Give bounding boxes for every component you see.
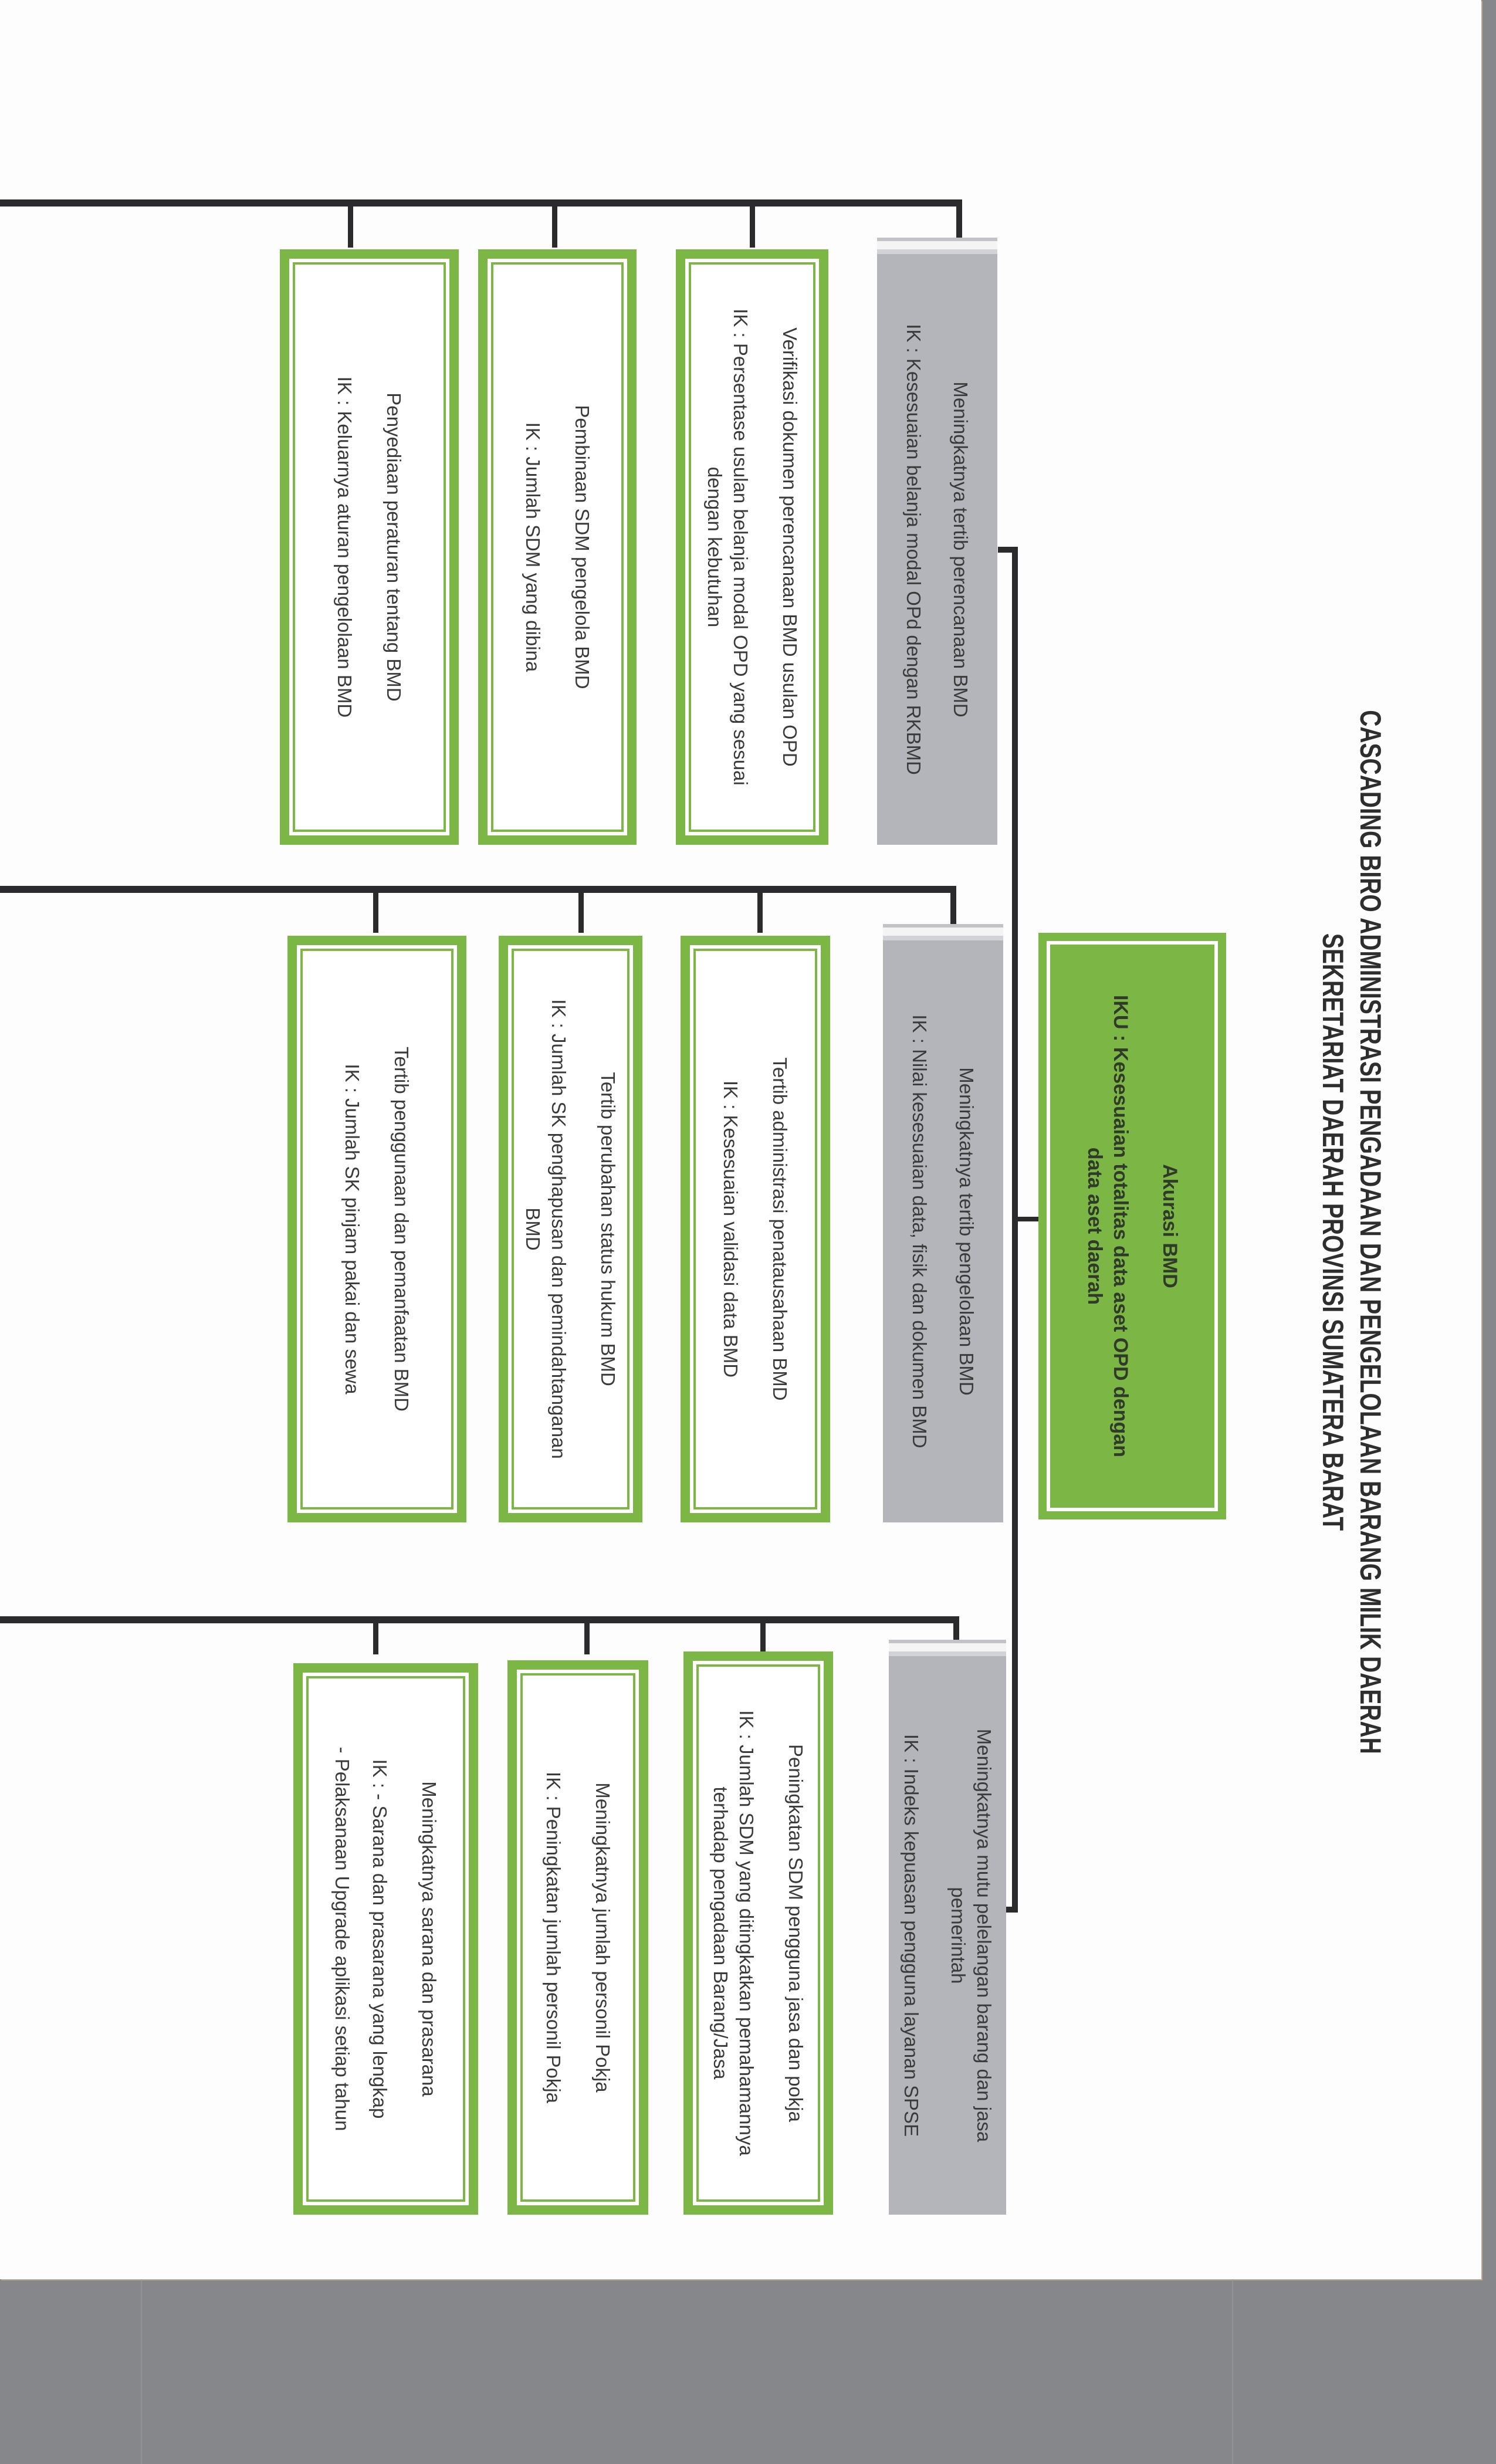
column-3-item-3-indicator: IK : - Sarana dan prasarana yang lengkap — [369, 1759, 391, 2119]
column-3-branch-header — [953, 1616, 959, 1654]
column-1-item-1-box: Verifikasi dokumen perencanaan BMD usula… — [676, 249, 828, 845]
column-2-item-3-indicator: IK : Jumlah SK pinjam pakai dan sewa — [341, 1064, 364, 1395]
scanner-artifact — [141, 2279, 142, 2464]
column-2-bracket-vertical — [0, 886, 956, 893]
column-2-header-title: Meningkatnya tertib pengelolaan BMD — [956, 1067, 978, 1396]
column-1-item-2-title: Pembinaan SDM pengelola BMD — [571, 405, 593, 689]
root-goal-indicator: IKU : Kesesuaian totalitas data aset OPD… — [1084, 995, 1132, 1457]
column-3-item-3-indicator-line-2: - Pelaksanaan Upgrade aplikasi setiap ta… — [331, 1747, 354, 2131]
document-subtitle: SEKRETARIAT DAERAH PROVINSI SUMATERA BAR… — [1316, 933, 1349, 1531]
column-3-item-1-title: Peningkatan SDM pengguna jasa dan pokja — [785, 1744, 807, 2122]
column-2-item-1-box: Tertib administrasi penatausahaan BMD IK… — [681, 936, 830, 1522]
root-goal-box: Akurasi BMD IKU : Kesesuaian totalitas d… — [1038, 933, 1226, 1519]
column-1-branch-item-2 — [552, 199, 557, 248]
column-3-header-box: Meningkatnya mutu pelelangan barang dan … — [889, 1651, 1006, 2215]
column-1-header-title: Meningkatnya tertib perencanaan BMD — [950, 381, 972, 717]
column-1-branch-header — [956, 199, 962, 248]
column-1-item-3-title: Penyediaan peraturan tentang BMD — [383, 392, 405, 702]
column-1-branch-item-3 — [348, 199, 353, 248]
column-3-item-3-box: Meningkatnya sarana dan prasarana IK : -… — [293, 1663, 478, 2215]
column-3-item-1-box: Peningkatan SDM pengguna jasa dan pokja … — [683, 1651, 833, 2215]
column-3-bracket-vertical — [0, 1616, 959, 1623]
column-3-header-indicator: IK : Indeks kepuasan pengguna layanan SP… — [901, 1734, 922, 2137]
column-3-item-2-indicator: IK : Peningkatan jumlah personil Pokja — [543, 1772, 564, 2103]
column-1-header-indicator: IK : Kesesuaian belanja modal OPd dengan… — [903, 324, 925, 775]
column-3-item-2-box: Meningkatnya jumlah personil Pokja IK : … — [507, 1660, 648, 2215]
column-3-branch-item-1 — [760, 1616, 766, 1654]
root-goal-title: Akurasi BMD — [1159, 1164, 1181, 1288]
column-1-item-1-indicator: IK : Persentase usulan belanja modal OPD… — [704, 309, 752, 786]
column-3-item-1-indicator: IK : Jumlah SDM yang ditingkatkan pemaha… — [710, 1710, 758, 2156]
column-2-item-3-title: Tertib penggunaan dan pemanfaatan BMD — [391, 1047, 413, 1412]
column-1-item-2-indicator: IK : Jumlah SDM yang dibina — [522, 422, 544, 672]
column-2-branch-header — [950, 886, 956, 933]
column-2-item-2-title: Tertib perubahan status hukum BMD — [597, 1072, 620, 1386]
document-title: CASCADING BIRO ADMINISTRASI PENGADAAN DA… — [1354, 710, 1387, 1754]
column-3-branch-item-2 — [584, 1616, 590, 1654]
column-2-item-2-box: Tertib perubahan status hukum BMD IK : J… — [499, 936, 642, 1522]
column-3-item-3-title: Meningkatnya sarana dan prasarana — [418, 1781, 441, 2097]
column-2-item-1-indicator: IK : Kesesuaian validasi data BMD — [720, 1080, 742, 1378]
column-1-item-3-box: Penyediaan peraturan tentang BMD IK : Ke… — [280, 249, 459, 845]
column-3-header-title: Meningkatnya mutu pelelangan barang dan … — [947, 1728, 995, 2143]
column-2-item-3-box: Tertib penggunaan dan pemanfaatan BMD IK… — [287, 936, 466, 1522]
column-2-branch-item-1 — [757, 886, 763, 933]
column-1-item-3-indicator: IK : Keluarnya aturan pengelolaan BMD — [334, 376, 356, 718]
column-3-branch-item-3 — [373, 1616, 378, 1654]
scanner-artifact — [1232, 2279, 1233, 2464]
column-1-bracket-vertical — [0, 199, 962, 207]
connector-trunk — [1012, 551, 1018, 1911]
column-2-header-indicator: IK : Nilai kesesuaian data, fisik dan do… — [909, 1014, 931, 1448]
column-3-item-2-title: Meningkatnya jumlah personil Pokja — [592, 1782, 614, 2093]
column-2-item-1-title: Tertib administrasi penatausahaan BMD — [769, 1057, 791, 1401]
column-2-header-box: Meningkatnya tertib pengelolaan BMD IK :… — [883, 936, 1003, 1522]
column-2-item-2-indicator: IK : Jumlah SK penghapusan dan pemindaht… — [522, 999, 570, 1459]
column-2-branch-item-3 — [373, 886, 378, 933]
column-1-item-1-title: Verifikasi dokumen perencanaan BMD usula… — [779, 327, 801, 767]
column-1-item-2-box: Pembinaan SDM pengelola BMD IK : Jumlah … — [478, 249, 637, 845]
column-2-branch-item-2 — [578, 886, 584, 933]
connector-trunk-end-left — [998, 547, 1018, 553]
column-1-header-box: Meningkatnya tertib perencanaan BMD IK :… — [877, 249, 997, 845]
column-1-branch-item-1 — [750, 199, 755, 248]
